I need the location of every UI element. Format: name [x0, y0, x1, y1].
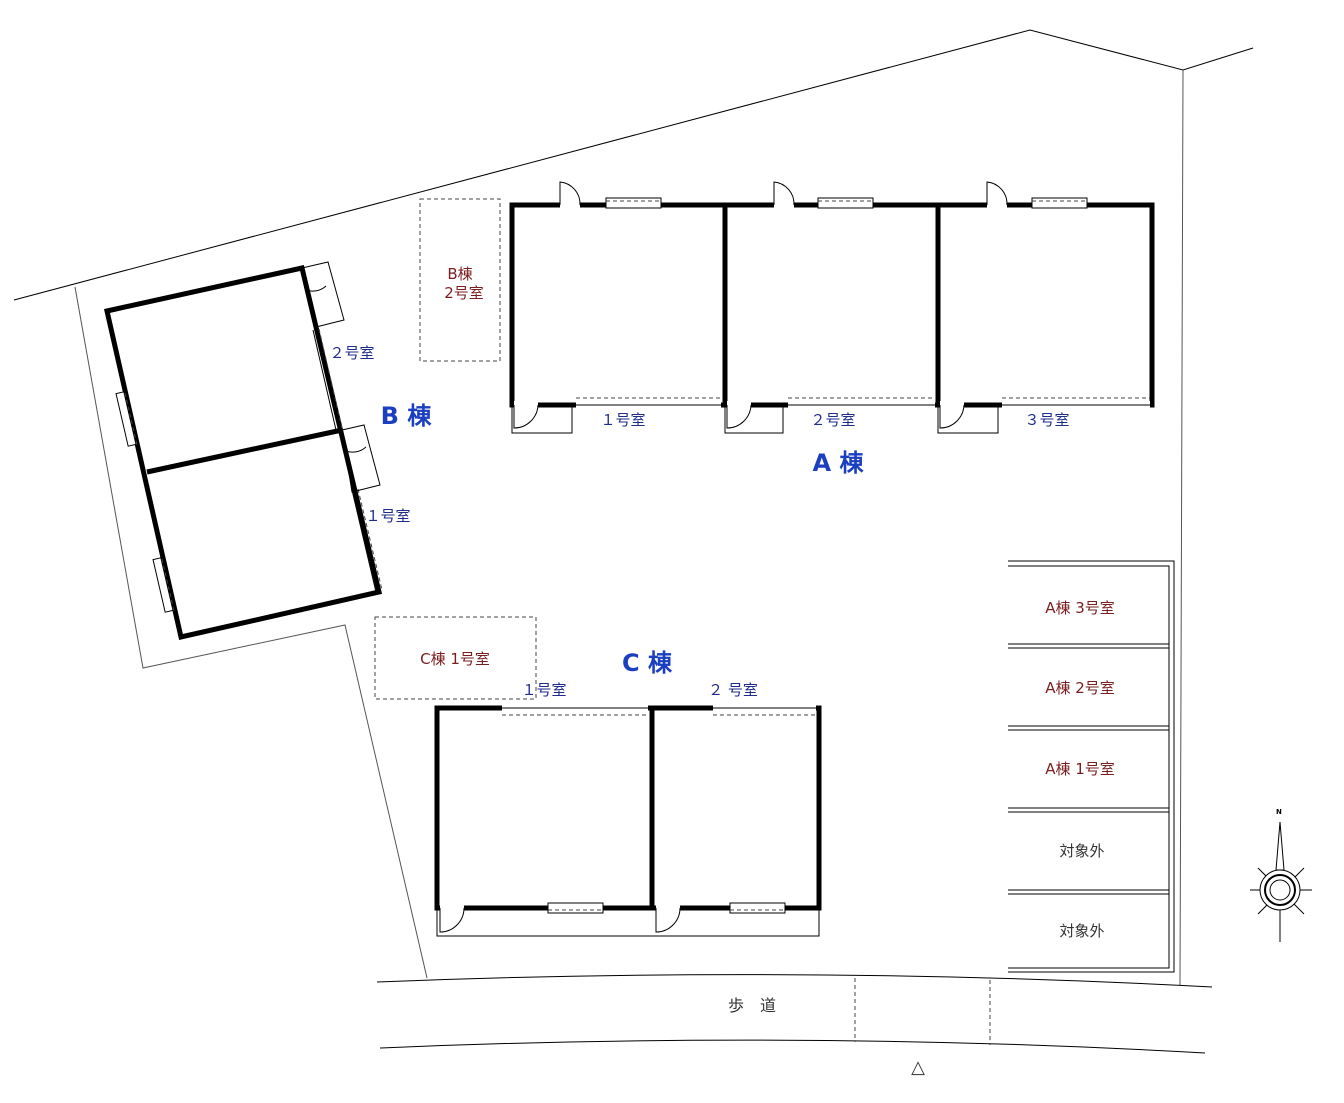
parking-b-room2-line2: 2号室 — [444, 284, 484, 302]
c-room-2-label: ２ 号室 — [708, 681, 758, 699]
a-bottom-openings — [511, 397, 1150, 434]
a-room-2-label: ２号室 — [810, 411, 855, 429]
survey-marker: △ — [911, 1057, 925, 1078]
stall-1-label: A棟 3号室 — [1045, 599, 1115, 617]
compass-north-label: N — [1276, 808, 1282, 816]
building-c: １号室 ２ 号室 C 棟 — [434, 649, 822, 937]
a-top-openings — [559, 181, 1088, 209]
sidewalk: 歩 道 △ — [376, 974, 1213, 1078]
a-room-1-label: １号室 — [600, 411, 645, 429]
b-room-2-label: ２号室 — [329, 344, 374, 362]
b-room-1-label: １号室 — [365, 507, 410, 525]
parking-stalls: A棟 3号室 A棟 2号室 A棟 1号室 対象外 対象外 — [1008, 560, 1175, 973]
site-boundary — [13, 29, 1254, 986]
building-b: ２号室 １号室 B 棟 — [104, 261, 433, 640]
stall-5-label: 対象外 — [1059, 922, 1104, 940]
b-left-windows — [115, 391, 175, 613]
building-b-label: B 棟 — [381, 402, 433, 430]
sidewalk-label: 歩 道 — [728, 996, 776, 1015]
stall-4-label: 対象外 — [1059, 842, 1104, 860]
parking-dashed: B棟 2号室 C棟 1号室 — [374, 198, 537, 700]
building-a: １号室 ２号室 ３号室 A 棟 — [509, 181, 1155, 477]
stall-3-label: A棟 1号室 — [1045, 760, 1115, 778]
parking-b-room2-line1: B棟 — [447, 265, 472, 283]
building-c-label: C 棟 — [622, 649, 673, 677]
c-room-1-label: １号室 — [521, 681, 566, 699]
building-a-label: A 棟 — [813, 449, 865, 477]
parking-c-room1: C棟 1号室 — [420, 650, 490, 668]
compass-icon: N — [1250, 808, 1312, 942]
a-room-3-label: ３号室 — [1024, 411, 1069, 429]
stall-2-label: A棟 2号室 — [1045, 679, 1115, 697]
